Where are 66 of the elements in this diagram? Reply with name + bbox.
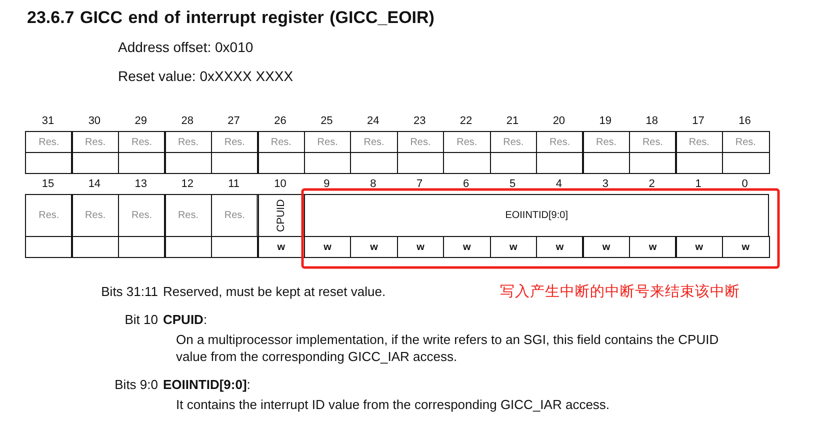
bit-number: 25 <box>320 115 334 127</box>
bit-number: 6 <box>462 178 470 190</box>
bit-number: 2 <box>648 178 656 190</box>
bit-number: 23 <box>412 115 427 127</box>
field-description: Reserved, must be kept at reset value. <box>163 284 386 299</box>
register-cell: Res. <box>628 131 677 153</box>
bit-range: Bits 31:11 <box>101 284 158 299</box>
bit-number: 4 <box>554 178 563 190</box>
register-cell: Res. <box>210 194 259 237</box>
bit-number: 30 <box>87 115 102 127</box>
register-cell: Res. <box>582 131 630 153</box>
address-offset: Address offset: 0x010 <box>118 39 254 55</box>
register-cell: Res. <box>118 194 166 237</box>
register-cell: Res. <box>164 131 212 153</box>
bit-number: 29 <box>134 115 148 127</box>
register-cell: w <box>628 236 677 258</box>
register-cell: Res. <box>164 194 212 237</box>
bit-number: 13 <box>134 178 148 190</box>
register-cell: Res. <box>675 131 724 153</box>
bit-number: 5 <box>508 178 517 190</box>
register-cell: w <box>722 236 770 258</box>
field-name: EOIINTID[9:0]: <box>163 377 250 392</box>
field-name: CPUID: <box>163 312 208 327</box>
bit-number: 1 <box>694 178 702 190</box>
register-cell: EOIINTID[9:0] <box>304 194 770 237</box>
bit-number: 8 <box>369 178 378 190</box>
bit-number: 17 <box>691 115 706 127</box>
bit-number: 14 <box>87 178 102 190</box>
register-cell: w <box>536 236 584 258</box>
bit-number: 10 <box>273 178 288 190</box>
annotation-note: 写入产生中断的中断号来结束该中断 <box>500 283 740 301</box>
field-description: It contains the interrupt ID value from the corresponding GICC_IAR access. <box>176 397 610 412</box>
bit-number: 7 <box>416 178 424 190</box>
bit-number: 3 <box>601 178 610 190</box>
bit-number: 0 <box>740 178 749 190</box>
register-cell: w <box>582 236 630 258</box>
register-cell: Res. <box>722 131 770 153</box>
register-cell: w <box>675 236 724 258</box>
bit-number: 26 <box>273 115 288 127</box>
reset-value: Reset value: 0xXXXX XXXX <box>118 68 294 84</box>
bit-range: Bits 9:0 <box>114 377 158 392</box>
register-cell: Res. <box>257 131 305 153</box>
bit-number: 27 <box>226 115 241 127</box>
bit-number: 22 <box>458 115 474 127</box>
bit-number: 9 <box>322 178 331 190</box>
section-title: 23.6.7 GICC end of interrupt register (GICC_EOIR) <box>27 8 434 28</box>
bit-number: 31 <box>40 115 56 127</box>
bit-number: 11 <box>227 178 240 190</box>
register-cell: Res. <box>25 194 73 237</box>
bit-number: 18 <box>644 115 659 127</box>
bit-number: 16 <box>738 115 752 127</box>
bit-number: 15 <box>40 178 56 190</box>
bit-number: 28 <box>180 115 194 127</box>
bit-number: 21 <box>505 115 520 127</box>
bit-number: 19 <box>598 115 613 127</box>
field-description: On a multiprocessor implementation, if the write refers to an SGI, this field contains the CPUID value from the corresponding GICC_IAR access. <box>176 331 720 365</box>
register-cell: Res. <box>71 131 120 153</box>
bit-number: 24 <box>366 115 380 127</box>
bit-range: Bit 10 <box>124 312 158 327</box>
register-cell: Res. <box>536 131 584 153</box>
bit-number: 20 <box>552 115 566 127</box>
register-cell: Res. <box>71 194 120 237</box>
register-cell: Res. <box>210 131 259 153</box>
register-cell: Res. <box>118 131 166 153</box>
register-cell: Res. <box>25 131 73 153</box>
bit-number: 12 <box>180 178 194 190</box>
